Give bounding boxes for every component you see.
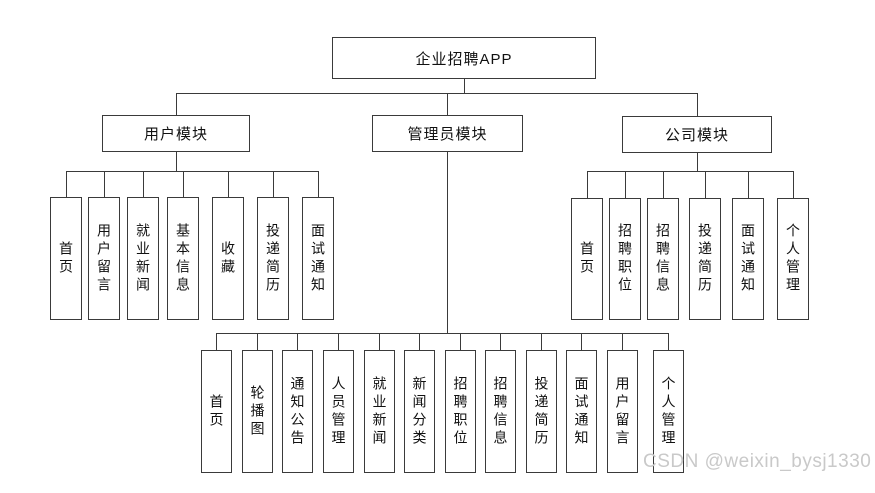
connector-line [176,93,698,94]
leaf-label: 招聘信息 [492,375,509,448]
connector-line [183,171,184,197]
leaf-label: 招聘职位 [452,375,469,448]
admin-leaf-node-8: 投递简历 [526,350,557,473]
leaf-label: 基本信息 [175,222,191,295]
connector-line [697,153,698,171]
module-label-admin: 管理员模块 [407,126,488,143]
module-node-admin: 管理员模块 [372,115,523,152]
leaf-label: 投递简历 [533,375,550,448]
leaf-label: 通知公告 [289,375,306,448]
leaf-label: 投递简历 [265,222,281,295]
connector-line [318,171,319,197]
connector-line [622,333,623,350]
admin-leaf-node-7: 招聘信息 [485,350,516,473]
module-label-company: 公司模块 [664,127,729,144]
user-leaf-node-1: 用户留言 [88,197,120,320]
admin-leaf-node-10: 用户留言 [607,350,638,473]
admin-leaf-node-2: 通知公告 [282,350,313,473]
connector-line [257,333,258,350]
module-label-user: 用户模块 [143,126,208,143]
leaf-label: 就业新闻 [371,375,388,448]
connector-line [66,171,67,197]
leaf-label: 轮播图 [249,384,266,439]
admin-leaf-node-0: 首页 [201,350,232,473]
connector-line [447,152,448,333]
leaf-label: 首页 [58,240,74,277]
module-node-company: 公司模块 [622,116,772,153]
admin-leaf-node-1: 轮播图 [242,350,273,473]
connector-line [668,333,669,350]
connector-line [460,333,461,350]
user-leaf-node-6: 面试通知 [302,197,334,320]
module-node-user: 用户模块 [102,115,250,152]
leaf-label: 首页 [208,393,225,430]
admin-leaf-node-6: 招聘职位 [445,350,476,473]
leaf-label: 首页 [579,241,595,277]
user-leaf-node-0: 首页 [50,197,82,320]
connector-line [625,171,626,198]
admin-leaf-node-5: 新闻分类 [404,350,435,473]
connector-line [419,333,420,350]
admin-leaf-node-4: 就业新闻 [364,350,395,473]
connector-line [273,171,274,197]
connector-line [176,93,177,115]
connector-line [697,93,698,116]
admin-leaf-node-3: 人员管理 [323,350,354,473]
connector-line [587,171,794,172]
connector-line [228,171,229,197]
leaf-label: 个人管理 [785,223,801,295]
connector-line [541,333,542,350]
leaf-label: 面试通知 [573,375,590,448]
leaf-label: 收藏 [220,240,236,277]
connector-line [216,333,217,350]
connector-line [587,171,588,198]
leaf-label: 人员管理 [330,375,347,448]
connector-line [581,333,582,350]
connector-line [500,333,501,350]
connector-line [663,171,664,198]
user-leaf-node-2: 就业新闻 [127,197,159,320]
leaf-label: 招聘职位 [617,223,633,295]
company-leaf-node-1: 招聘职位 [609,198,641,320]
connector-line [216,333,669,334]
connector-line [464,79,465,93]
leaf-label: 招聘信息 [655,223,671,295]
root-label: 企业招聘APP [415,50,513,68]
leaf-label: 就业新闻 [135,222,151,295]
user-leaf-node-4: 收藏 [212,197,244,320]
connector-line [104,171,105,197]
leaf-label: 用户留言 [96,222,112,295]
connector-line [297,333,298,350]
connector-line [176,152,177,171]
connector-line [793,171,794,198]
connector-line [66,171,319,172]
connector-line [705,171,706,198]
user-leaf-node-5: 投递简历 [257,197,289,320]
company-leaf-node-3: 投递简历 [689,198,721,320]
company-leaf-node-0: 首页 [571,198,603,320]
leaf-label: 用户留言 [614,375,631,448]
company-leaf-node-5: 个人管理 [777,198,809,320]
connector-line [447,93,448,115]
leaf-label: 面试通知 [740,223,756,295]
connector-line [338,333,339,350]
company-leaf-node-4: 面试通知 [732,198,764,320]
leaf-label: 面试通知 [310,222,326,295]
connector-line [143,171,144,197]
admin-leaf-node-9: 面试通知 [566,350,597,473]
root-node: 企业招聘APP [332,37,596,79]
connector-line [748,171,749,198]
admin-leaf-node-11: 个人管理 [653,350,684,473]
company-leaf-node-2: 招聘信息 [647,198,679,320]
leaf-label: 投递简历 [697,223,713,295]
user-leaf-node-3: 基本信息 [167,197,199,320]
connector-line [379,333,380,350]
leaf-label: 新闻分类 [411,375,428,448]
leaf-label: 个人管理 [660,375,677,448]
